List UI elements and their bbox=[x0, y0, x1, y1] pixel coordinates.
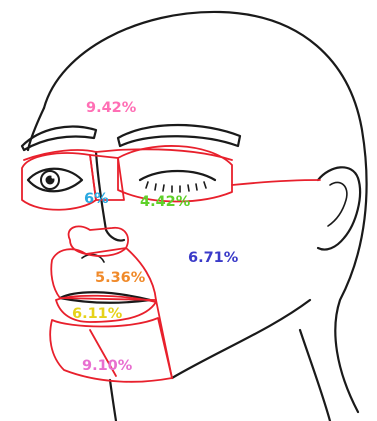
closed-eye bbox=[140, 171, 215, 180]
ear-icon bbox=[318, 167, 360, 249]
cheek-split bbox=[156, 300, 172, 378]
lips-percent: 6.11% bbox=[72, 306, 123, 322]
jaw-outline bbox=[172, 300, 310, 378]
nasolabial-percent: 5.36% bbox=[95, 270, 146, 286]
forehead-percent: 9.42% bbox=[86, 100, 137, 116]
left-eye-percent: 4.42% bbox=[140, 194, 191, 210]
neck-right bbox=[300, 330, 330, 421]
eye-highlight bbox=[51, 175, 54, 178]
eyelashes bbox=[146, 182, 206, 192]
cheek-percent: 6.71% bbox=[188, 250, 239, 266]
forehead-region bbox=[24, 149, 232, 160]
right-eyebrow bbox=[22, 127, 96, 150]
neck-left bbox=[110, 380, 116, 421]
chin-percent: 9.10% bbox=[82, 358, 133, 374]
head-outline bbox=[44, 12, 367, 412]
temple-line bbox=[232, 180, 320, 185]
left-eyebrow bbox=[118, 125, 240, 146]
right-eye-percent: 6% bbox=[84, 191, 109, 207]
ear-inner bbox=[328, 182, 347, 226]
